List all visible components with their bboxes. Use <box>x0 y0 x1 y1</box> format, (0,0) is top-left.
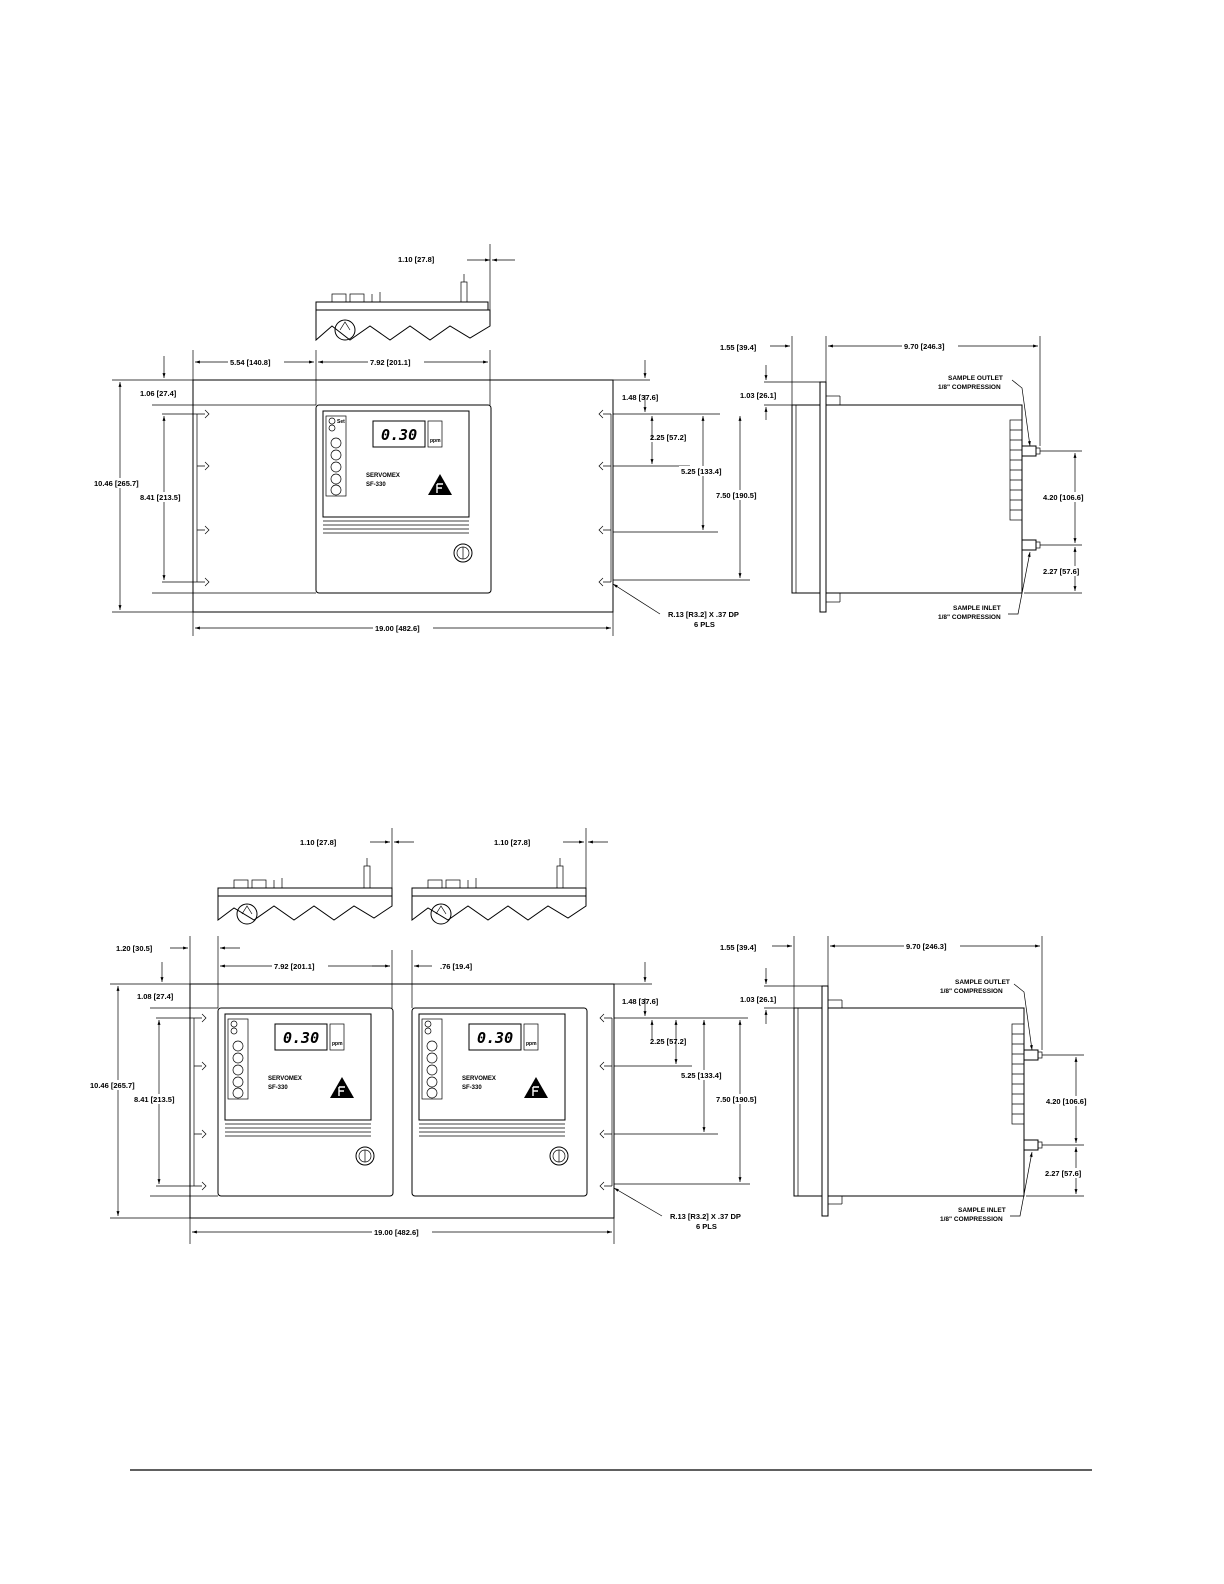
dim-right-offset-top-2: 1.48 [37.6] <box>622 997 659 1006</box>
dim-side-top-offset-2: 1.03 [26.1] <box>740 995 777 1004</box>
hole-note-1-2: R.13 [R3.2] X .37 DP <box>670 1212 741 1221</box>
model-label-b: SF-330 <box>462 1085 482 1091</box>
dim-port-spacing-2: 4.20 [106.6] <box>1046 1097 1087 1106</box>
dim-unit-height-2: 7.50 [190.5] <box>716 1095 757 1104</box>
inlet-label: SAMPLE INLET <box>953 605 1001 612</box>
top-view-unit <box>315 274 491 342</box>
hole-note-1: R.13 [R3.2] X .37 DP <box>668 610 739 619</box>
dim-body-depth-2: 9.70 [246.3] <box>906 942 947 951</box>
display-unit-a: ppm <box>332 1041 343 1047</box>
top-view-unit-b <box>411 858 587 925</box>
sample-outlet-fitting <box>1021 445 1037 457</box>
display-value-b: 0.30 <box>477 1029 513 1047</box>
dim-hole-spacing-a: 2.25 [57.2] <box>650 433 687 442</box>
display-unit-b: ppm <box>526 1041 537 1047</box>
door-lock-icon <box>549 1146 569 1166</box>
mounting-holes-right-2 <box>599 1013 613 1191</box>
inlet-label-2: SAMPLE INLET <box>958 1207 1006 1214</box>
dim-port-spacing: 4.20 [106.6] <box>1043 493 1084 502</box>
mounting-holes-right <box>598 409 612 587</box>
side-view-unit <box>791 381 1041 613</box>
display-value-a: 0.30 <box>283 1029 319 1047</box>
svg-text:Set: Set <box>337 419 345 425</box>
analyzer-front-unit: Set 0.30 ppm SERVOMEX SF-330 <box>315 404 492 594</box>
dim-hole-span-2: 8.41 [213.5] <box>134 1095 175 1104</box>
dim-panel-width: 19.00 [482.6] <box>375 624 420 633</box>
drawing-single-unit: 1.10 [27.8] 5.54 [140.8] 7.92 [201.1] <box>92 244 1100 636</box>
sample-outlet-fitting-2 <box>1023 1049 1039 1061</box>
outlet-fit: 1/8" COMPRESSION <box>938 384 1001 391</box>
dim-hole-span: 8.41 [213.5] <box>140 493 181 502</box>
rack-panel-2 <box>189 983 615 1219</box>
brand-label-a: SERVOMEX <box>268 1076 302 1082</box>
dim-unit-height: 7.50 [190.5] <box>716 491 757 500</box>
mounting-holes-left <box>196 409 210 587</box>
dim-top-clearance-b: 1.10 [27.8] <box>494 838 531 847</box>
dim-unit-width-2: 7.92 [201.1] <box>274 962 315 971</box>
sample-inlet-fitting <box>1021 539 1037 551</box>
door-lock-icon <box>453 543 473 563</box>
dim-hole-spacing-a-2: 2.25 [57.2] <box>650 1037 687 1046</box>
display-unit: ppm <box>430 438 441 444</box>
outlet-label: SAMPLE OUTLET <box>948 375 1003 382</box>
dim-panel-height-2: 10.46 [265.7] <box>90 1081 135 1090</box>
dim-inlet-offset: 2.27 [57.6] <box>1043 567 1080 576</box>
inlet-fit: 1/8" COMPRESSION <box>938 614 1001 621</box>
outlet-label-2: SAMPLE OUTLET <box>955 979 1010 986</box>
dim-inlet-offset-2: 2.27 [57.6] <box>1045 1169 1082 1178</box>
dim-panel-width-2: 19.00 [482.6] <box>374 1228 419 1237</box>
dim-panel-margin-top-2: 1.08 [27.4] <box>137 992 174 1001</box>
top-view-unit-a <box>217 858 393 925</box>
mounting-holes-left-2 <box>193 1013 207 1191</box>
dim-top-clearance: 1.10 [27.8] <box>398 255 435 264</box>
dim-panel-margin-top: 1.06 [27.4] <box>140 389 177 398</box>
dim-unit-width: 7.92 [201.1] <box>370 358 411 367</box>
dim-right-offset-top: 1.48 [37.6] <box>622 393 659 402</box>
dim-top-clearance-a: 1.10 [27.8] <box>300 838 337 847</box>
dim-unit-gap: .76 [19.4] <box>440 962 473 971</box>
outlet-fit-2: 1/8" COMPRESSION <box>940 988 1003 995</box>
analyzer-front-unit-b: 0.30 ppm SERVOMEX SF-330 <box>411 1007 588 1197</box>
dim-flange-depth: 1.55 [39.4] <box>720 343 757 352</box>
display-value: 0.30 <box>381 426 417 444</box>
analyzer-front-unit-a: 0.30 ppm SERVOMEX SF-330 <box>217 1007 394 1197</box>
model-label-a: SF-330 <box>268 1085 288 1091</box>
dim-hole-spacing-b: 5.25 [133.4] <box>681 467 722 476</box>
dim-panel-height: 10.46 [265.7] <box>94 479 139 488</box>
dim-body-depth: 9.70 [246.3] <box>904 342 945 351</box>
brand-label: SERVOMEX <box>366 473 400 479</box>
hole-note-2-2: 6 PLS <box>696 1222 717 1231</box>
hole-note-2: 6 PLS <box>694 620 715 629</box>
side-view-unit-2 <box>793 985 1043 1217</box>
rack-panel <box>192 379 614 613</box>
dim-hole-spacing-b-2: 5.25 [133.4] <box>681 1071 722 1080</box>
dim-side-top-offset: 1.03 [26.1] <box>740 391 777 400</box>
dim-offset-left: 5.54 [140.8] <box>230 358 271 367</box>
drawing-dual-unit: 1.10 [27.8] 1.10 [27.8] 1.20 [30.5] 7.92… <box>90 828 1096 1244</box>
dim-offset-left-2: 1.20 [30.5] <box>116 944 153 953</box>
model-label: SF-330 <box>366 482 386 488</box>
inlet-fit-2: 1/8" COMPRESSION <box>940 1216 1003 1223</box>
brand-label-b: SERVOMEX <box>462 1076 496 1082</box>
dim-flange-depth-2: 1.55 [39.4] <box>720 943 757 952</box>
sample-inlet-fitting-2 <box>1023 1139 1039 1151</box>
door-lock-icon <box>355 1146 375 1166</box>
